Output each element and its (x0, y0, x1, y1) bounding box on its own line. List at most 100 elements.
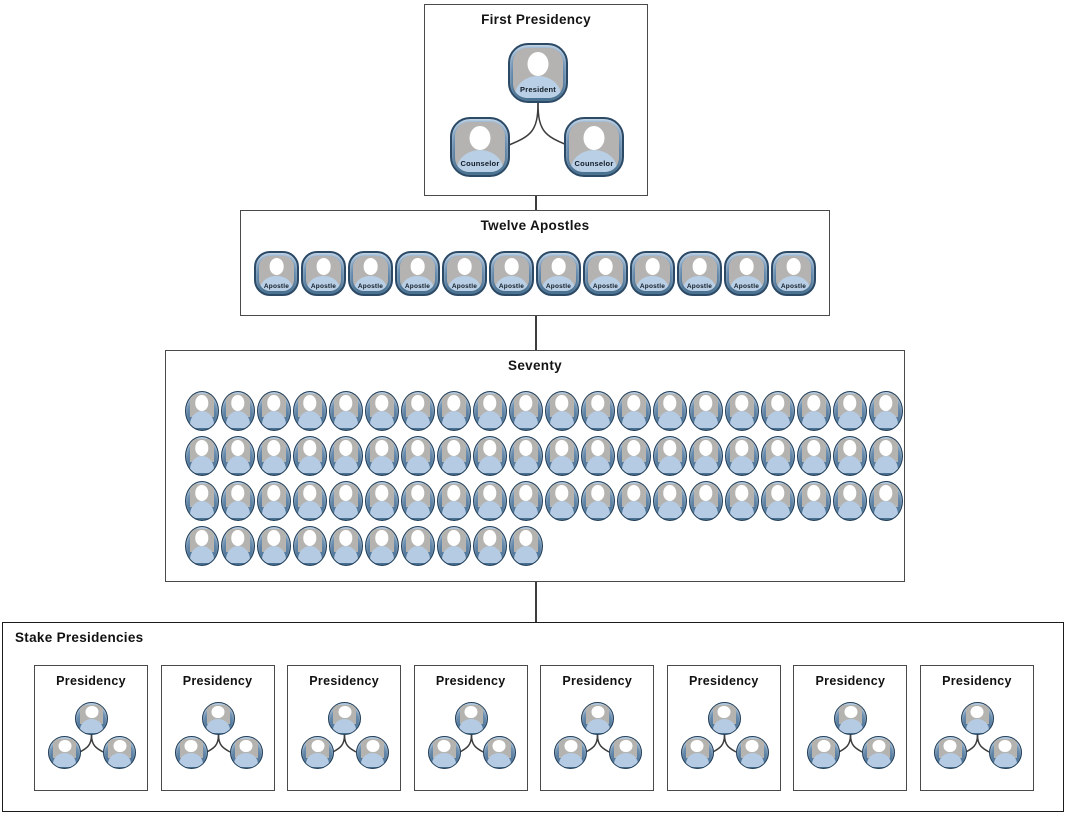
person-head (527, 51, 549, 76)
person-head (464, 705, 478, 719)
person-body (297, 501, 323, 519)
person-head (583, 125, 605, 150)
person-head (663, 395, 677, 411)
counselor-icon-frame (569, 122, 619, 172)
person-head (375, 485, 389, 501)
person-icon-frame (306, 256, 341, 291)
person-head (195, 530, 209, 546)
counselor-icon-frame (455, 122, 505, 172)
person-head (771, 440, 785, 456)
apostle-person-icon: Apostle (677, 251, 722, 296)
presidency-title: Presidency (56, 674, 126, 688)
person-body (441, 456, 467, 474)
person-head (970, 705, 984, 719)
apostle-person-icon: Apostle (583, 251, 628, 296)
person-body (333, 501, 359, 519)
seventy-person-icon (653, 481, 687, 521)
seventy-person-icon (473, 436, 507, 476)
apostle-person-icon: Apostle (254, 251, 299, 296)
person-head (483, 395, 497, 411)
connector-left (838, 734, 852, 753)
person-body (401, 275, 434, 291)
person-body (693, 456, 719, 474)
person-body (360, 752, 385, 767)
presidency-president-icon (75, 702, 108, 735)
presidency-connectors (459, 734, 484, 753)
person-body (571, 150, 617, 172)
person-body (585, 718, 610, 733)
person-body (354, 275, 387, 291)
person-body (477, 411, 503, 429)
connector-seventy-to-stakes (535, 582, 537, 622)
person-head (447, 440, 461, 456)
person-head (564, 739, 578, 753)
counselor-right-label: Counselor (574, 158, 614, 168)
presidency-box: Presidency (793, 665, 908, 791)
seventy-box: Seventy (165, 350, 905, 582)
person-head (231, 485, 245, 501)
person-head (231, 440, 245, 456)
person-body (621, 501, 647, 519)
person-head (735, 395, 749, 411)
person-body (812, 752, 836, 767)
presidency-counselor-icon (862, 736, 896, 769)
seventy-person-icon (401, 436, 435, 476)
person-body (657, 456, 683, 474)
person-body (993, 752, 1018, 767)
seventy-person-icon (329, 436, 363, 476)
person-body (613, 752, 638, 767)
person-head (411, 530, 425, 546)
seventy-person-icon (545, 436, 579, 476)
connector-right (90, 734, 104, 753)
person-body (513, 501, 539, 519)
seventy-person-icon (365, 391, 399, 431)
person-body (589, 275, 622, 291)
person-body (839, 718, 863, 733)
seventy-person-icon (293, 391, 327, 431)
person-head (469, 125, 491, 150)
person-body (657, 501, 683, 519)
person-head (504, 258, 519, 276)
person-head (807, 485, 821, 501)
person-body (837, 501, 863, 519)
connector-right (217, 734, 230, 753)
person-head (483, 485, 497, 501)
presidency-president-icon (328, 702, 362, 735)
seventy-person-icon (581, 481, 615, 521)
connector-left (459, 734, 472, 753)
seventy-row (185, 436, 903, 476)
apostle-person-icon: Apostle (536, 251, 581, 296)
person-head (375, 530, 389, 546)
person-body (260, 275, 293, 291)
seventy-row (185, 391, 903, 431)
person-body (657, 411, 683, 429)
seventy-person-icon (437, 481, 471, 521)
apostle-person-icon: Apostle (771, 251, 816, 296)
person-head (627, 440, 641, 456)
person-head (411, 440, 425, 456)
presidency-counselor-icon (554, 736, 588, 769)
person-head (843, 440, 857, 456)
person-head (807, 395, 821, 411)
person-head (366, 739, 380, 753)
presidency-president-icon (454, 702, 488, 735)
seventy-person-icon (689, 481, 723, 521)
seventy-person-icon (617, 436, 651, 476)
person-head (363, 258, 378, 276)
person-body (487, 752, 511, 767)
apostle-person-icon: Apostle (489, 251, 534, 296)
person-body (261, 501, 287, 519)
person-head (519, 440, 533, 456)
person-body (369, 411, 395, 429)
seventy-person-icon (221, 481, 255, 521)
person-body (297, 411, 323, 429)
presidency-counselor-icon (988, 736, 1022, 769)
person-body (585, 411, 611, 429)
person-head (745, 739, 759, 753)
person-head (411, 395, 425, 411)
person-body (765, 501, 791, 519)
